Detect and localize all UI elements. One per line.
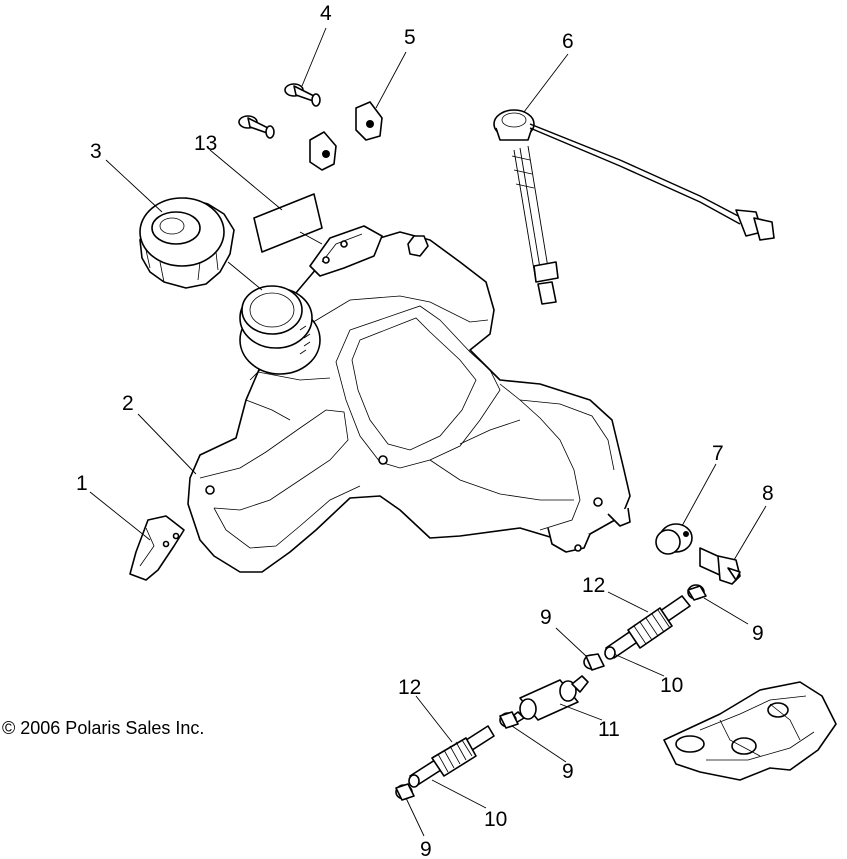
label-part-9-upper-right: 9 xyxy=(752,622,764,645)
fuel-tank-part xyxy=(187,225,631,573)
label-part-12-upper: 12 xyxy=(582,574,605,597)
grommet-part xyxy=(655,523,693,555)
copyright-notice: © 2006 Polaris Sales Inc. xyxy=(2,718,204,738)
tank-bracket xyxy=(663,681,837,781)
fuel-hose xyxy=(408,725,495,788)
speed-nut-part xyxy=(309,101,383,171)
fuel-filter xyxy=(509,675,589,725)
label-part-2: 2 xyxy=(122,392,134,415)
elbow-fitting xyxy=(699,547,741,585)
leader-lines xyxy=(89,27,767,837)
label-part-3: 3 xyxy=(90,140,102,163)
label-part-4: 4 xyxy=(320,2,332,25)
fuel-cap xyxy=(139,197,235,289)
label-part-1: 1 xyxy=(76,472,88,495)
part-number-labels: 1 2 3 4 5 6 7 8 9 9 9 9 10 10 11 12 12 1… xyxy=(76,2,774,859)
fuel-sender xyxy=(493,109,775,305)
label-part-6: 6 xyxy=(562,30,574,53)
label-part-7: 7 xyxy=(712,442,724,465)
label-part-13: 13 xyxy=(194,132,217,155)
hose-clamp xyxy=(583,653,605,671)
label-part-8: 8 xyxy=(762,482,774,505)
hose-clamp xyxy=(499,711,519,729)
hose-clamp xyxy=(687,584,707,601)
label-part-5: 5 xyxy=(404,26,416,49)
decal-part xyxy=(253,193,323,253)
hose-clamp xyxy=(395,783,415,801)
filler-neck xyxy=(239,285,321,375)
label-part-9-bottom: 9 xyxy=(420,838,432,859)
label-part-9-middle: 9 xyxy=(540,606,552,629)
label-part-10-lower: 10 xyxy=(484,808,507,831)
bolt-part xyxy=(238,83,321,139)
label-part-10-upper: 10 xyxy=(660,674,683,697)
label-part-9-lower: 9 xyxy=(562,760,574,783)
label-part-11: 11 xyxy=(598,718,620,741)
clip-part xyxy=(129,515,185,581)
label-part-12-lower: 12 xyxy=(398,676,421,699)
fuel-hose xyxy=(604,595,691,660)
